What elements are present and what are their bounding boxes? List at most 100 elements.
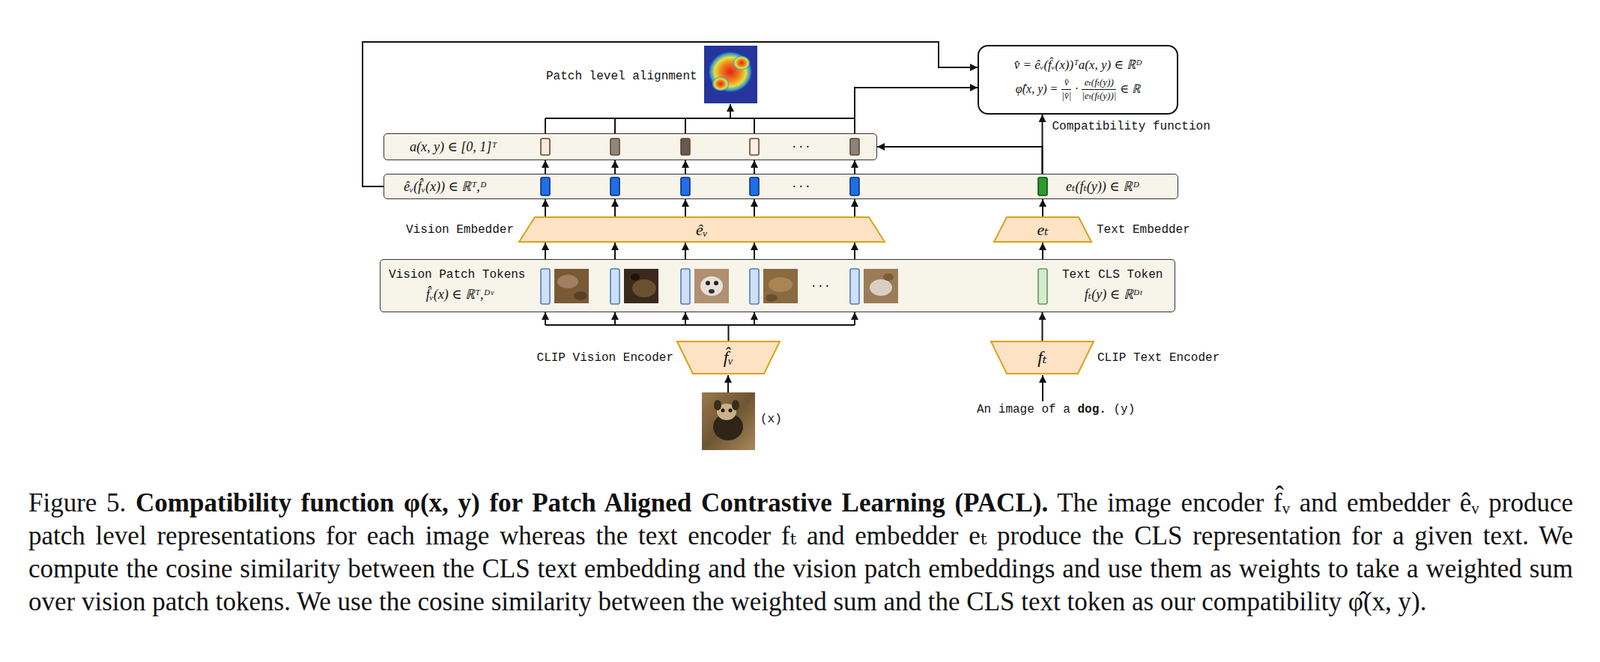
- block-symbol: f̂ᵥ: [723, 347, 734, 369]
- trapezoid-shape: [677, 341, 780, 374]
- connector: [545, 199, 855, 217]
- block-label: Vision Embedder: [405, 222, 514, 236]
- block-label: Text Embedder: [1096, 222, 1191, 236]
- connector-line: [1041, 242, 1044, 260]
- encoder-trapezoid: CLIP Vision Encoderf̂ᵥ: [676, 340, 781, 375]
- connector: [545, 242, 855, 260]
- band-label: êᵥ(f̂ᵥ(x)) ∈ ℝᵀ,ᴰ: [403, 179, 487, 195]
- connector-line: [544, 199, 547, 217]
- connector-line: [753, 242, 756, 260]
- input-label: (x): [760, 412, 783, 427]
- encoder-trapezoid: fₜCLIP Text Encoder: [990, 340, 1095, 375]
- connector-line: [544, 242, 547, 260]
- embedding-tokens: [540, 177, 1048, 196]
- connector-line: [684, 312, 687, 326]
- band-grounds: [379, 133, 1179, 313]
- connector-line: [362, 41, 978, 187]
- formula-part: ·: [1074, 82, 1078, 96]
- formula-fraction: eₜ(fₜ(y))|eₜ(fₜ(y))|: [1081, 77, 1117, 102]
- figure-caption: Figure 5. Compatibility function φ(x, y)…: [28, 486, 1574, 619]
- formula-part: v̂: [1061, 77, 1072, 90]
- embedder-trapezoid: Vision Embedderêᵥ: [518, 216, 886, 243]
- connector: [877, 146, 1043, 174]
- connector-line: [544, 118, 547, 134]
- band-label: Vision Patch Tokens: [388, 268, 526, 282]
- connector-line: [853, 199, 856, 217]
- trapezoid-shape: [519, 217, 885, 242]
- connector-line: [684, 160, 687, 174]
- band-label: a(x, y) ∈ [0, 1]ᵀ: [409, 139, 497, 156]
- band-label: f̂ᵥ(x) ∈ ℝᵀ,ᴰᵛ: [426, 286, 494, 303]
- embedder-trapezoid: eₜText Embedder: [993, 216, 1093, 243]
- connector-line: [614, 160, 616, 174]
- input-text-part: (y): [1113, 402, 1135, 417]
- trapezoid-shape: [994, 217, 1092, 242]
- connector: [1041, 114, 1043, 174]
- band-label: fₜ(y) ∈ ℝᴰᵗ: [1084, 286, 1142, 303]
- connector-line: [684, 118, 687, 134]
- connector-line: [545, 324, 855, 326]
- formula-row: φ̂(x, y) =v̂|v̂|·eₜ(fₜ(y))|eₜ(fₜ(y))|∈ ℝ: [1015, 77, 1141, 102]
- embedding-band: êᵥ(f̂ᵥ(x)) ∈ ℝᵀ,ᴰ · · · eₜ(fₜ(y)) ∈ ℝᴰ: [383, 173, 1179, 200]
- connector-line: [753, 118, 756, 134]
- image-patches: [554, 268, 899, 304]
- token-band: Vision Patch Tokens f̂ᵥ(x) ∈ ℝᵀ,ᴰᵛ · · · Te…: [379, 259, 1176, 313]
- connector-line: [684, 242, 687, 260]
- ellipsis: · · ·: [811, 277, 830, 294]
- alignment-heatmap: [704, 45, 758, 104]
- annotation-label: Patch level alignment: [546, 69, 698, 84]
- input-image: [701, 392, 756, 451]
- formula-fraction: v̂|v̂|: [1061, 77, 1072, 102]
- connector-line: [614, 118, 616, 134]
- block-symbol: fₜ: [1037, 347, 1048, 369]
- connector-line: [853, 118, 856, 134]
- block-label: CLIP Vision Encoder: [537, 350, 674, 365]
- connector-line: [545, 117, 855, 120]
- formula-box: v̂ = êᵥ(f̂ᵥ(x))ᵀa(x, y) ∈ ℝᴰ φ̂(x, y) =v̂…: [977, 44, 1179, 115]
- formula-part: φ̂(x, y) =: [1015, 82, 1059, 96]
- input-text-part: dog.: [1077, 402, 1106, 417]
- input-text: An image of a dog. (y): [976, 402, 1135, 417]
- block-symbol: êᵥ: [695, 220, 708, 239]
- connector-line: [853, 312, 856, 326]
- connector: [1041, 312, 1043, 341]
- formula-part: eₜ(fₜ(y)): [1081, 77, 1117, 90]
- patch-tokens: [540, 268, 1048, 305]
- connector-line: [544, 160, 547, 174]
- leader-arrows: [728, 104, 1043, 402]
- formula-part: |v̂|: [1061, 89, 1072, 102]
- block-label: CLIP Text Encoder: [1097, 350, 1220, 365]
- connector-line: [753, 160, 756, 174]
- connector-line: [854, 87, 978, 119]
- connector-line: [1041, 114, 1044, 174]
- connector: [545, 312, 855, 341]
- band-label: Text CLS Token: [1062, 268, 1163, 282]
- alignment-tokens: [540, 138, 860, 156]
- connector: [545, 87, 978, 134]
- connector-line: [1041, 312, 1044, 341]
- connector-line: [877, 146, 1043, 174]
- connector-line: [614, 312, 616, 326]
- connector-line: [853, 160, 856, 174]
- formula-part: |eₜ(fₜ(y))|: [1081, 89, 1117, 102]
- connector-line: [853, 242, 856, 260]
- connector: [1042, 199, 1044, 217]
- block-symbol: eₜ: [1036, 220, 1048, 239]
- connector: [362, 41, 978, 187]
- connector-line: [614, 199, 616, 217]
- edge-label: Compatibility function: [1050, 119, 1212, 134]
- connector-line: [544, 312, 547, 326]
- formula-line: v̂ = êᵥ(f̂ᵥ(x))ᵀa(x, y) ∈ ℝᴰ: [1014, 57, 1143, 73]
- band-label: eₜ(fₜ(y)) ∈ ℝᴰ: [1065, 179, 1140, 195]
- connector-line: [1041, 199, 1044, 217]
- connector-line: [728, 325, 730, 341]
- ellipsis: · · ·: [792, 139, 810, 156]
- alignment-band: a(x, y) ∈ [0, 1]ᵀ · · ·: [383, 133, 878, 161]
- connector: [1042, 242, 1044, 260]
- ellipsis: · · ·: [792, 179, 810, 195]
- connector-line: [753, 199, 756, 217]
- trapezoid-shape: [991, 341, 1094, 374]
- input-text-part: An image of a: [976, 402, 1071, 417]
- connector: [545, 160, 855, 174]
